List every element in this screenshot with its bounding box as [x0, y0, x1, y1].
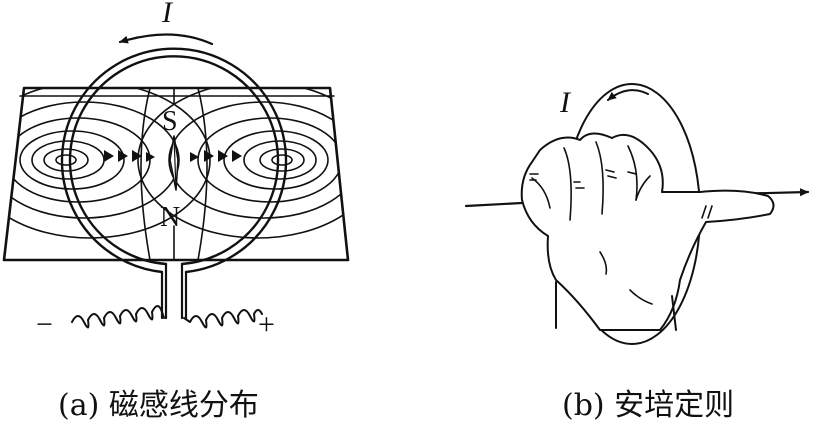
- coil-left: [71, 305, 165, 329]
- figure-b-right-hand-rule: I: [464, 83, 810, 345]
- caption-b: (b) 安培定则: [562, 388, 735, 423]
- field-lines: [4, 88, 348, 260]
- wire-loop: [60, 47, 288, 320]
- compass-needle: [169, 135, 179, 191]
- hand: [520, 132, 775, 331]
- north-pole-label: N: [160, 202, 180, 233]
- current-label-a: I: [161, 0, 174, 29]
- field-arrowheads: [104, 150, 242, 162]
- wrist-right: [671, 295, 677, 331]
- field-lines-center: [140, 88, 208, 260]
- caption-a: (a) 磁感线分布: [58, 388, 259, 423]
- plate: [2, 86, 350, 262]
- south-pole-label: S: [162, 106, 178, 137]
- finger-creases: [529, 141, 713, 305]
- coil-right: [183, 309, 263, 329]
- plus-label: +: [258, 308, 275, 341]
- field-direction-arrow: [607, 89, 649, 101]
- current-label-b: I: [559, 86, 572, 119]
- minus-label: −: [36, 308, 53, 341]
- figure-a-magnetic-field: I: [2, 0, 350, 341]
- current-arrow-a: [118, 33, 214, 46]
